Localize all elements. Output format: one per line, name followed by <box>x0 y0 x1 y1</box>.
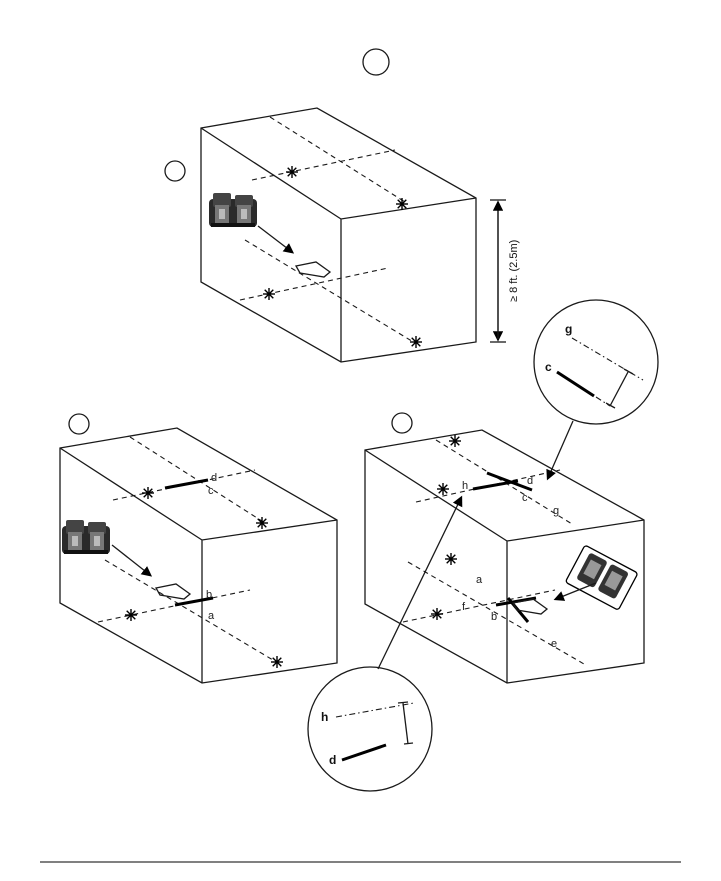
laser-level-icon <box>209 193 257 227</box>
laser-point-icon <box>125 609 137 621</box>
laser-point-icon <box>449 435 461 447</box>
step-circle <box>392 413 412 433</box>
mark-label-h: h <box>462 480 468 492</box>
laser-level-icon <box>565 545 638 610</box>
mark-label-g: g <box>553 505 559 517</box>
laser-point-icon <box>431 608 443 620</box>
mark-label-e: e <box>551 638 557 650</box>
zoom-label-g: g <box>565 322 572 336</box>
mark-label-c: c <box>522 492 528 504</box>
step-circle <box>165 161 185 181</box>
laser-point-icon <box>410 336 422 348</box>
zoom-detail-bottom: h d <box>308 667 432 791</box>
laser-level-icon <box>62 520 110 554</box>
zoom-detail-top: g c <box>534 300 658 424</box>
step-circle <box>69 414 89 434</box>
mark-label-f: f <box>462 601 466 613</box>
height-measurement: ≥ 8 ft. (2.5m) <box>508 240 520 302</box>
mark-label-d: d <box>527 475 533 487</box>
zoom-label-d: d <box>329 753 336 767</box>
room-panel-2: d c b a <box>60 414 337 683</box>
zoom-label-h: h <box>321 710 328 724</box>
laser-point-icon <box>445 553 457 565</box>
mark-label-a: a <box>476 574 483 586</box>
floor-mark-outline <box>156 584 190 599</box>
move-arrow <box>258 226 292 252</box>
laser-point-icon <box>396 198 408 210</box>
room-panel-3: h d c g a f b e <box>365 413 644 683</box>
mark-label-a: a <box>208 610 215 622</box>
laser-point-icon <box>286 166 298 178</box>
mark-label-c: c <box>208 485 214 497</box>
laser-point-icon <box>271 656 283 668</box>
laser-point-icon <box>263 288 275 300</box>
step-circle <box>363 49 389 75</box>
laser-point-icon <box>142 487 154 499</box>
zoom-label-c: c <box>545 360 552 374</box>
mark-label-b: b <box>206 589 212 601</box>
mark-label-d: d <box>211 472 217 484</box>
room-panel-1: ≥ 8 ft. (2.5m) <box>165 108 520 362</box>
floor-mark-outline <box>296 262 330 277</box>
laser-point-icon <box>256 517 268 529</box>
laser-point-icon <box>437 483 449 495</box>
mark-label-b: b <box>491 611 497 623</box>
move-arrow <box>112 545 150 575</box>
